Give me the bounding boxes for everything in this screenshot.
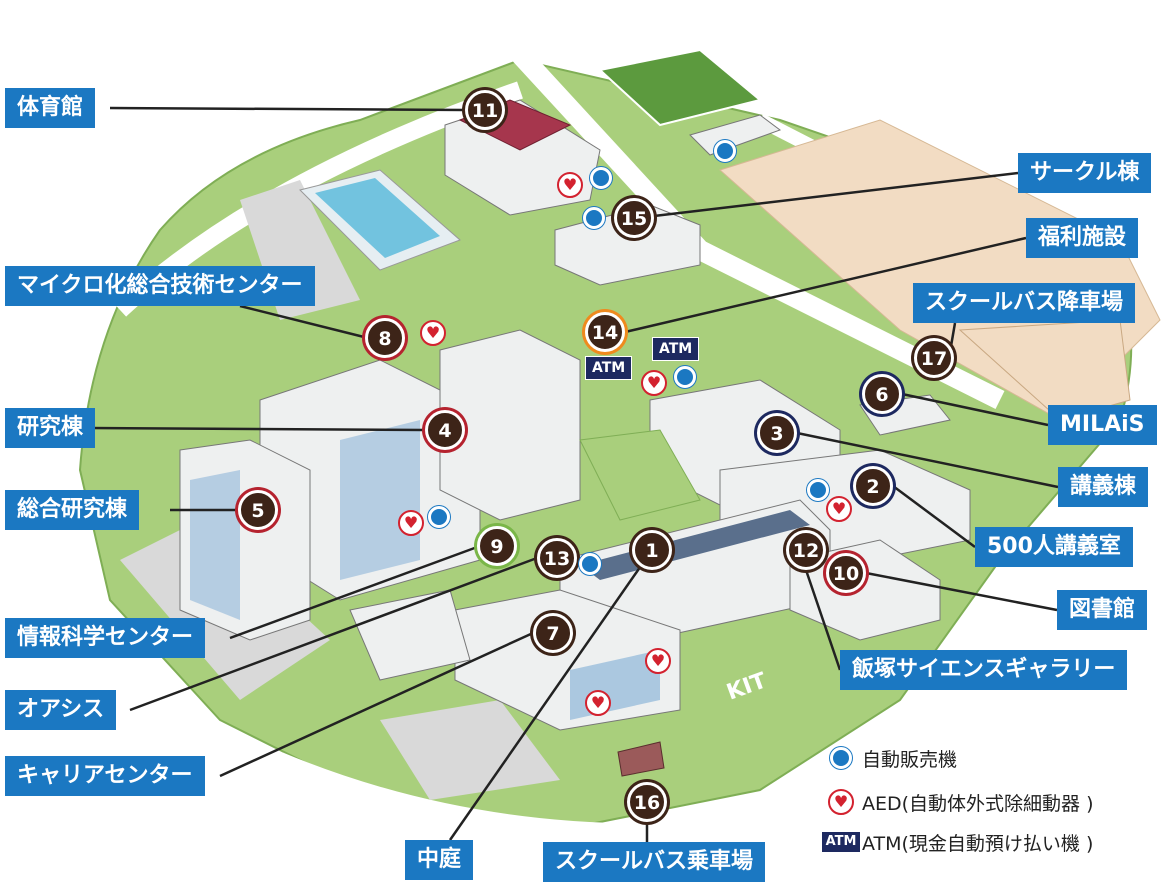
legend-aed: ♥ AED(自動体外式除細動器 )	[820, 786, 1094, 818]
marker-11[interactable]: 11	[465, 90, 505, 130]
marker-6[interactable]: 6	[862, 374, 902, 414]
leader-welfare	[624, 236, 1027, 334]
atm-badge: ATM	[585, 356, 633, 380]
vending-icon	[714, 140, 736, 162]
aed-heart-icon: ♥	[557, 172, 583, 198]
label-lecture[interactable]: 講義棟	[1058, 467, 1149, 507]
marker-2[interactable]: 2	[853, 466, 893, 506]
marker-5[interactable]: 5	[238, 490, 278, 530]
aed-heart-icon: ♥	[828, 789, 854, 815]
marker-3[interactable]: 3	[757, 413, 797, 453]
label-circle[interactable]: サークル棟	[1018, 153, 1152, 193]
marker-15[interactable]: 15	[614, 198, 654, 238]
legend-vending-label: 自動販売機	[862, 748, 958, 771]
label-oasis[interactable]: オアシス	[5, 690, 117, 730]
courtyard-area	[579, 429, 701, 521]
label-info[interactable]: 情報科学センター	[5, 618, 206, 658]
marker-10[interactable]: 10	[826, 553, 866, 593]
vending-icon	[807, 479, 829, 501]
legend-aed-label: AED(自動体外式除細動器 )	[862, 792, 1094, 815]
leader-career	[219, 631, 534, 778]
label-iizuka[interactable]: 飯塚サイエンスギャラリー	[840, 650, 1128, 690]
leader-circle	[653, 171, 1019, 218]
leader-oasis	[129, 556, 538, 712]
label-career[interactable]: キャリアセンター	[5, 756, 205, 796]
marker-17[interactable]: 17	[914, 338, 954, 378]
vending-icon	[830, 747, 852, 769]
leader-micro	[239, 304, 369, 340]
leader-info	[229, 544, 481, 640]
vending-icon	[579, 553, 601, 575]
pool-water	[315, 178, 440, 258]
aed-heart-icon: ♥	[645, 648, 671, 674]
leader-courtyard	[448, 549, 654, 841]
label-library[interactable]: 図書館	[1057, 590, 1148, 630]
general-research-glass	[190, 470, 240, 620]
vending-icon	[428, 506, 450, 528]
leader-hall500	[892, 484, 976, 549]
parking-south	[380, 700, 560, 800]
aed-heart-icon: ♥	[641, 370, 667, 396]
tennis-courts	[597, 48, 763, 127]
legend-vending: 自動販売機	[820, 742, 957, 774]
label-gym[interactable]: 体育館	[5, 88, 96, 128]
marker-7[interactable]: 7	[533, 613, 573, 653]
legend-atm: ATM ATM(現金自動預け払い機 )	[820, 826, 1093, 858]
info-building	[349, 589, 471, 681]
aed-heart-icon: ♥	[398, 510, 424, 536]
aed-heart-icon: ♥	[585, 690, 611, 716]
marker-1[interactable]: 1	[632, 530, 672, 570]
leader-iizuka	[804, 569, 842, 671]
leader-gym	[109, 106, 466, 112]
marker-14[interactable]: 14	[585, 312, 625, 352]
leader-lecture	[796, 431, 1059, 489]
vending-icon	[674, 366, 696, 388]
leader-research	[89, 426, 426, 432]
road-south	[276, 752, 802, 840]
label-welfare[interactable]: 福利施設	[1026, 218, 1139, 258]
marker-8[interactable]: 8	[365, 318, 405, 358]
marker-4[interactable]: 4	[425, 410, 465, 450]
baseball-field	[958, 319, 1131, 421]
circle-building	[689, 114, 782, 156]
leader-milais	[901, 392, 1049, 427]
tower-center	[439, 329, 581, 521]
label-bus-board[interactable]: スクールバス乗車場	[543, 842, 766, 882]
aed-heart-icon: ♥	[826, 496, 852, 522]
label-research[interactable]: 研究棟	[5, 408, 96, 448]
aed-heart-icon: ♥	[420, 320, 446, 346]
research-glass	[340, 420, 420, 580]
marker-16[interactable]: 16	[627, 782, 667, 822]
marker-13[interactable]: 13	[537, 538, 577, 578]
label-hall500[interactable]: 500人講義室	[975, 527, 1133, 567]
atm-badge: ATM	[652, 337, 700, 361]
vending-icon	[583, 207, 605, 229]
label-milais[interactable]: MILAiS	[1048, 405, 1157, 445]
marker-9[interactable]: 9	[477, 526, 517, 566]
marker-12[interactable]: 12	[786, 530, 826, 570]
atm-icon: ATM	[820, 831, 862, 853]
legend-atm-label: ATM(現金自動預け払い機 )	[862, 832, 1094, 855]
leader-library	[865, 571, 1058, 612]
label-bus-drop[interactable]: スクールバス降車場	[913, 283, 1136, 323]
label-courtyard[interactable]: 中庭	[405, 840, 474, 880]
label-general-research[interactable]: 総合研究棟	[5, 490, 140, 530]
label-micro[interactable]: マイクロ化総合技術センター	[5, 266, 315, 306]
bus-shelter	[617, 741, 665, 777]
vending-icon	[590, 167, 612, 189]
